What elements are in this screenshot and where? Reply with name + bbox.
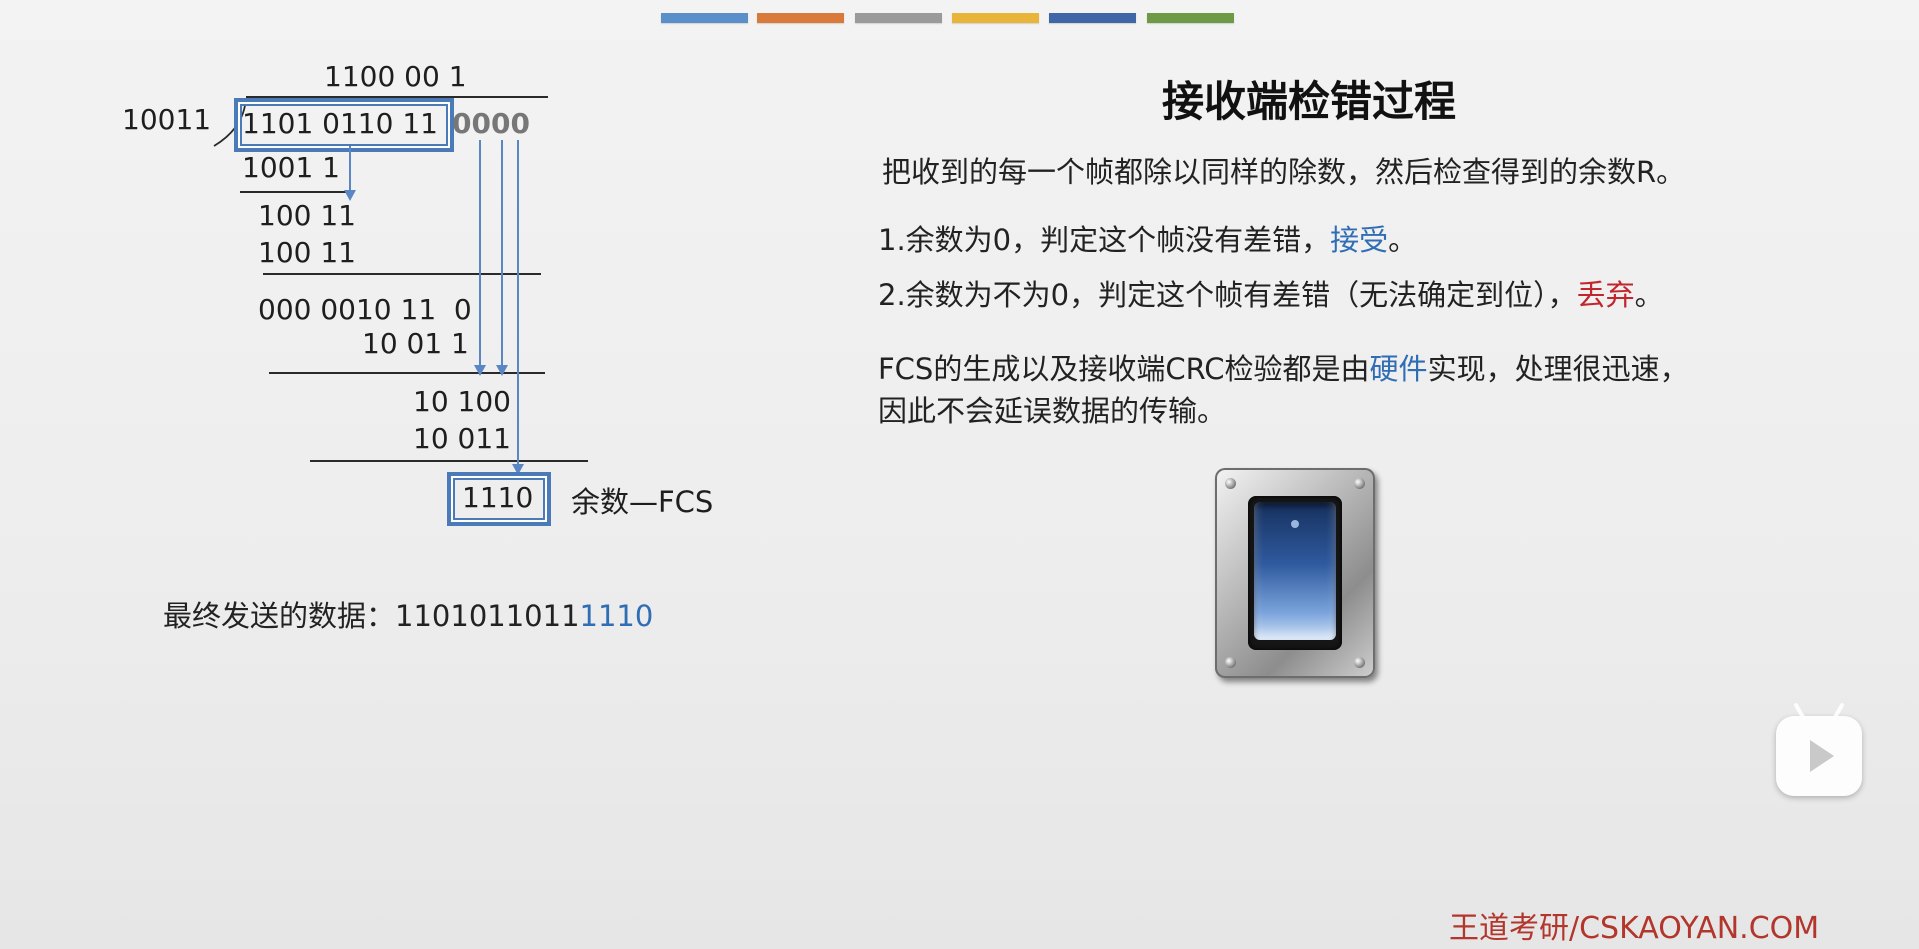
arrow-1-head [344, 190, 356, 201]
division-step-6: 10 100 [413, 385, 511, 418]
rocker-dot [1291, 520, 1299, 528]
color-bar-3 [855, 13, 942, 23]
color-bar-4 [952, 13, 1039, 23]
arrow-2-head [474, 365, 486, 376]
rule-2-text: 2.余数为不为0，判定这个帧有差错（无法确定到位）， [878, 278, 1577, 312]
page-title: 接收端检错过程 [1162, 77, 1457, 126]
arrow-4-head [512, 464, 524, 475]
arrow-2-line [479, 140, 481, 365]
hardware-note: FCS的生成以及接收端CRC检验都是由硬件实现，处理很迅速， 因此不会延误数据的… [878, 348, 1689, 432]
rule-1-text: 1.余数为0，判定这个帧没有差错， [878, 223, 1331, 257]
quotient: 1100 00 1 [324, 60, 467, 93]
final-data-line: 最终发送的数据：11010110111110 [163, 593, 653, 635]
rule-1-end: 。 [1388, 223, 1418, 257]
hardware-note-part-1: FCS的生成以及接收端CRC检验都是由 [878, 352, 1370, 386]
arrow-3-head [496, 365, 508, 376]
toggle-switch-image [1215, 468, 1375, 678]
arrow-4-line [517, 140, 519, 464]
screw-icon [1225, 657, 1236, 668]
division-step-4: 000 0010 11 0 [258, 293, 472, 326]
arrow-3-line [501, 140, 503, 365]
hardware-note-line-2: 因此不会延误数据的传输。 [878, 394, 1227, 428]
divisor: 10011 [122, 103, 212, 136]
division-bar [246, 96, 548, 98]
appended-zeros: 0000 [452, 107, 530, 140]
intro-text: 把收到的每一个帧都除以同样的除数，然后检查得到的余数R。 [882, 155, 1686, 189]
hardware-note-part-2: 实现，处理很迅速， [1427, 352, 1689, 386]
switch-rocker [1254, 502, 1336, 640]
screw-icon [1354, 478, 1365, 489]
rule-2-end: 。 [1634, 278, 1664, 312]
color-bar-6 [1147, 13, 1234, 23]
division-step-5: 10 01 1 [362, 327, 469, 360]
hardware-note-line-1: FCS的生成以及接收端CRC检验都是由硬件实现，处理很迅速， [878, 348, 1689, 390]
play-button[interactable] [1776, 702, 1862, 796]
play-button-ear-right [1831, 702, 1845, 722]
remainder-label: 余数—FCS [571, 485, 714, 519]
color-bar-5 [1049, 13, 1136, 23]
final-data-bits: 1101011011 [395, 599, 580, 633]
color-bar-2 [757, 13, 844, 23]
step-line-1 [240, 191, 354, 193]
footer-brand: 王道考研/CSKAOYAN.COM [1449, 911, 1820, 946]
step-line-2 [263, 273, 541, 275]
dividend: 1101 0110 11 [242, 107, 438, 140]
division-step-3: 100 11 [258, 236, 356, 269]
screw-icon [1225, 478, 1236, 489]
division-step-1: 1001 1 [242, 151, 340, 184]
remainder: 1110 [462, 481, 534, 514]
arrow-1-line [349, 146, 351, 190]
rule-2: 2.余数为不为0，判定这个帧有差错（无法确定到位），丢弃。 [878, 272, 1664, 314]
screw-icon [1354, 657, 1365, 668]
discard-label: 丢弃 [1576, 278, 1635, 312]
play-button-ear-left [1793, 702, 1807, 722]
step-line-3 [269, 372, 545, 374]
rule-1: 1.余数为0，判定这个帧没有差错，接受。 [878, 217, 1417, 259]
dividend-box [234, 98, 454, 152]
accept-label: 接受 [1330, 223, 1389, 257]
color-bar-1 [661, 13, 748, 23]
division-step-2: 100 11 [258, 199, 356, 232]
final-fcs-bits: 1110 [579, 599, 654, 633]
step-line-4 [310, 460, 588, 462]
play-icon [1810, 740, 1834, 772]
hardware-highlight: 硬件 [1369, 352, 1428, 386]
remainder-box [447, 472, 551, 526]
division-step-7: 10 011 [413, 422, 511, 455]
switch-well [1248, 496, 1342, 650]
final-data-label: 最终发送的数据： [163, 599, 396, 633]
